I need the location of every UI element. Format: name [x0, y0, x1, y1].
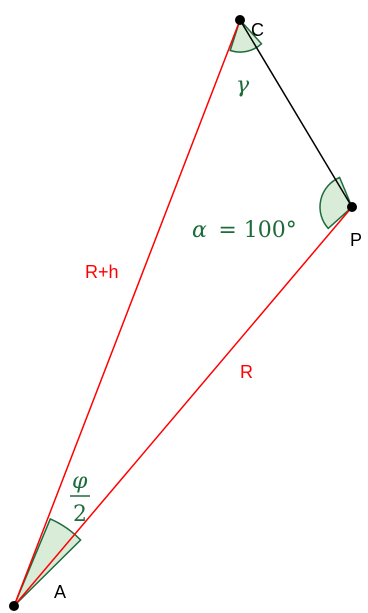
- angle-phi-numerator: φ: [72, 469, 88, 494]
- point-p-label: P: [350, 230, 362, 250]
- segment-ap: [13, 206, 353, 607]
- point-p: [347, 202, 357, 212]
- point-a-label: A: [54, 582, 66, 602]
- segment-ac: [13, 19, 241, 607]
- angle-gamma-label: γ: [236, 73, 250, 98]
- segment-ac-label: R+h: [85, 262, 119, 282]
- segment-ap-label: R: [240, 362, 253, 382]
- point-a: [9, 601, 19, 611]
- angle-alpha-symbol: α: [192, 218, 207, 243]
- point-c: [235, 15, 245, 25]
- angle-phi-denominator: 2: [73, 502, 87, 527]
- angle-alpha-label: α = 100°: [192, 217, 297, 243]
- angle-alpha-sector: [319, 176, 353, 230]
- point-c-label: C: [251, 20, 264, 40]
- angle-alpha-value: = 100°: [218, 218, 296, 243]
- angle-phi-half-label: φ 2: [70, 469, 90, 527]
- segment-cp: [239, 19, 353, 208]
- angle-phi-sector: [13, 517, 82, 607]
